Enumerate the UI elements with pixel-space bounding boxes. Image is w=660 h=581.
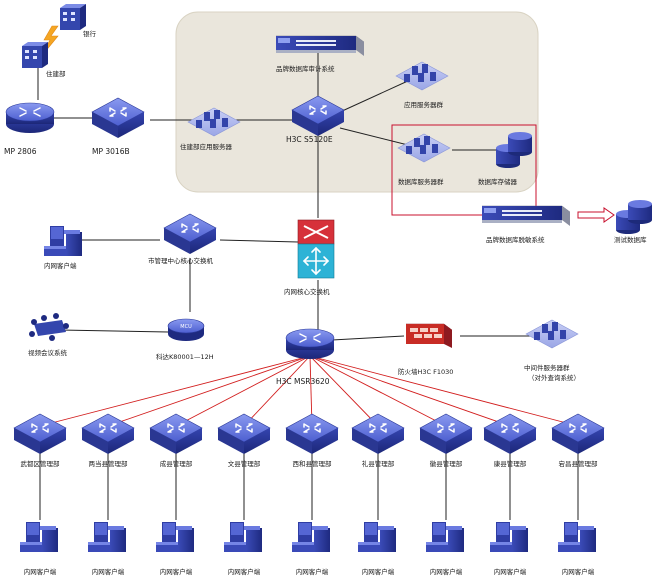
branch-label: 成县管理部 — [160, 459, 193, 468]
computer-icon — [156, 522, 194, 552]
router-icon — [5, 102, 55, 134]
label-desens-system: 品牌数据库脱敏系统 — [486, 235, 545, 244]
branch-switch-icon — [9, 413, 71, 455]
label-firewall: 防火墙H3C F1030 — [398, 367, 453, 376]
label-test-db: 测试数据库 — [614, 235, 647, 244]
mcu-icon: MCU — [167, 318, 205, 341]
branch-link — [107, 355, 311, 427]
branch-label: 礼县管理部 — [362, 459, 395, 468]
branch-link — [175, 355, 311, 427]
core-switch-icon — [297, 219, 335, 279]
firewall-icon — [405, 323, 453, 348]
computer-icon — [292, 522, 330, 552]
branch-link — [39, 355, 311, 427]
label-app-servers: 应用服务器群 — [404, 100, 444, 109]
label-mp2806: MP 2806 — [4, 147, 37, 156]
computer-icon — [20, 522, 58, 552]
branch-link — [309, 355, 511, 427]
label-intranet-core: 内网核心交换机 — [284, 287, 330, 296]
branch-link — [309, 355, 379, 427]
branch-devices: 武都区管理部内网客户端两当县管理部内网客户端成县管理部内网客户端文县管理部内网客… — [9, 413, 609, 576]
label-video-conf: 视频会议系统 — [28, 348, 68, 357]
router-icon — [285, 328, 335, 360]
branch-switch-icon — [415, 413, 477, 455]
label-middleware: 中间件服务器群 — [524, 363, 570, 372]
rack-server-icon — [481, 205, 571, 227]
branch-label: 西和县管理部 — [293, 459, 333, 468]
branch-client-label: 内网客户端 — [430, 567, 463, 576]
branch-client-label: 内网客户端 — [24, 567, 57, 576]
computer-icon — [358, 522, 396, 552]
label-db-servers: 数据库服务器群 — [398, 177, 444, 186]
label-city-core: 市管理中心核心交换机 — [148, 256, 214, 265]
label-housing: 住建部 — [46, 69, 66, 78]
branch-links — [39, 355, 579, 427]
switch-icon — [159, 213, 221, 255]
computer-icon — [224, 522, 262, 552]
database-icon — [628, 200, 652, 224]
database-highlight-box — [391, 124, 537, 216]
rack-server-icon — [275, 35, 365, 57]
branch-switch-icon — [479, 413, 541, 455]
export-arrow — [577, 207, 615, 223]
label-bank: 银行 — [83, 29, 97, 38]
computer-icon — [44, 226, 82, 256]
computer-icon — [558, 522, 596, 552]
label-mcu: 科达K80001—12H — [156, 352, 214, 361]
label-middleware-sub: （对外查询系统） — [528, 373, 580, 382]
branch-client-label: 内网客户端 — [562, 567, 595, 576]
branch-label: 徽县管理部 — [430, 459, 463, 468]
label-s5120: H3C S5120E — [286, 135, 333, 144]
label-msr: H3C MSR3620 — [276, 377, 330, 386]
server-cluster-icon — [525, 319, 579, 349]
mcu-badge: MCU — [180, 324, 192, 330]
computer-icon — [490, 522, 528, 552]
branch-client-label: 内网客户端 — [160, 567, 193, 576]
branch-label: 武都区管理部 — [21, 459, 61, 468]
branch-switch-icon — [145, 413, 207, 455]
database-icon — [508, 132, 532, 156]
computer-icon — [426, 522, 464, 552]
branch-label: 两当县管理部 — [89, 459, 129, 468]
label-db-storage: 数据库存储器 — [478, 177, 518, 186]
branch-switch-icon — [213, 413, 275, 455]
branch-label: 宕昌县管理部 — [559, 459, 599, 468]
branch-client-label: 内网客户端 — [494, 567, 527, 576]
branch-client-label: 内网客户端 — [362, 567, 395, 576]
computer-icon — [88, 522, 126, 552]
branch-link — [309, 355, 447, 427]
video-conference-icon — [29, 313, 69, 341]
branch-client-label: 内网客户端 — [92, 567, 125, 576]
branch-label: 文县管理部 — [228, 459, 261, 468]
branch-switch-icon — [347, 413, 409, 455]
branch-link — [309, 355, 579, 427]
label-mp3016: MP 3016B — [92, 147, 130, 156]
branch-client-label: 内网客户端 — [228, 567, 261, 576]
housing-building-icon — [22, 42, 48, 68]
switch-icon — [87, 97, 149, 139]
branch-label: 康县管理部 — [494, 459, 527, 468]
label-housing-app: 住建部应用服务器 — [180, 142, 233, 151]
branch-client-label: 内网客户端 — [296, 567, 329, 576]
bank-building-icon — [60, 4, 86, 30]
branch-link — [243, 355, 311, 427]
branch-switch-icon — [77, 413, 139, 455]
branch-switch-icon — [547, 413, 609, 455]
branch-switch-icon — [281, 413, 343, 455]
label-intranet-client: 内网客户端 — [44, 261, 77, 270]
label-audit-system: 品牌数据库审计系统 — [276, 64, 335, 73]
